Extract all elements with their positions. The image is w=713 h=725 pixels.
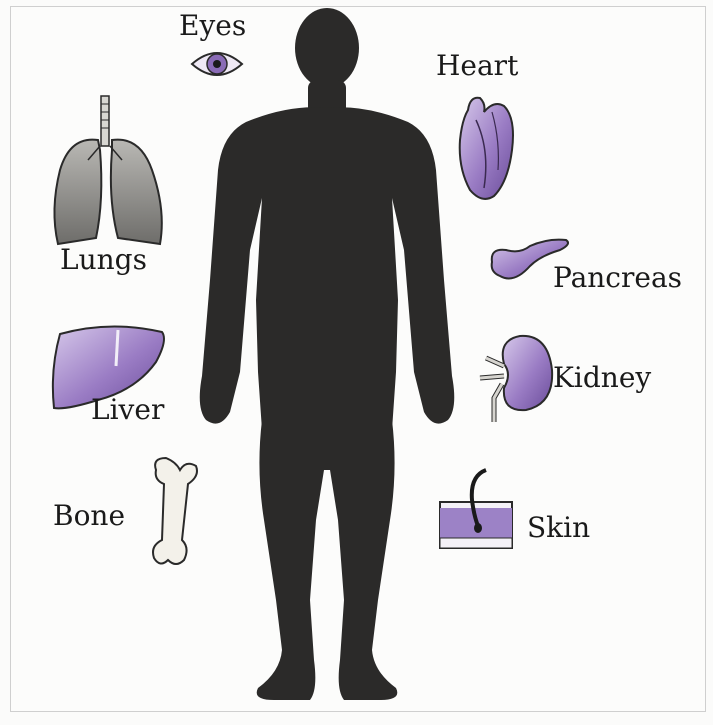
label-heart: Heart [436, 52, 518, 80]
kidney-icon [480, 336, 552, 422]
label-pancreas: Pancreas [553, 264, 682, 292]
bone-icon [153, 458, 197, 564]
skin-icon [440, 470, 512, 548]
label-eyes: Eyes [179, 12, 246, 40]
eye-icon [192, 53, 242, 75]
label-skin: Skin [527, 514, 590, 542]
lungs-icon [54, 96, 161, 244]
human-silhouette [200, 8, 455, 700]
label-liver: Liver [91, 396, 164, 424]
label-kidney: Kidney [553, 364, 651, 392]
label-lungs: Lungs [60, 246, 147, 274]
heart-icon [460, 98, 513, 199]
label-bone: Bone [53, 502, 125, 530]
